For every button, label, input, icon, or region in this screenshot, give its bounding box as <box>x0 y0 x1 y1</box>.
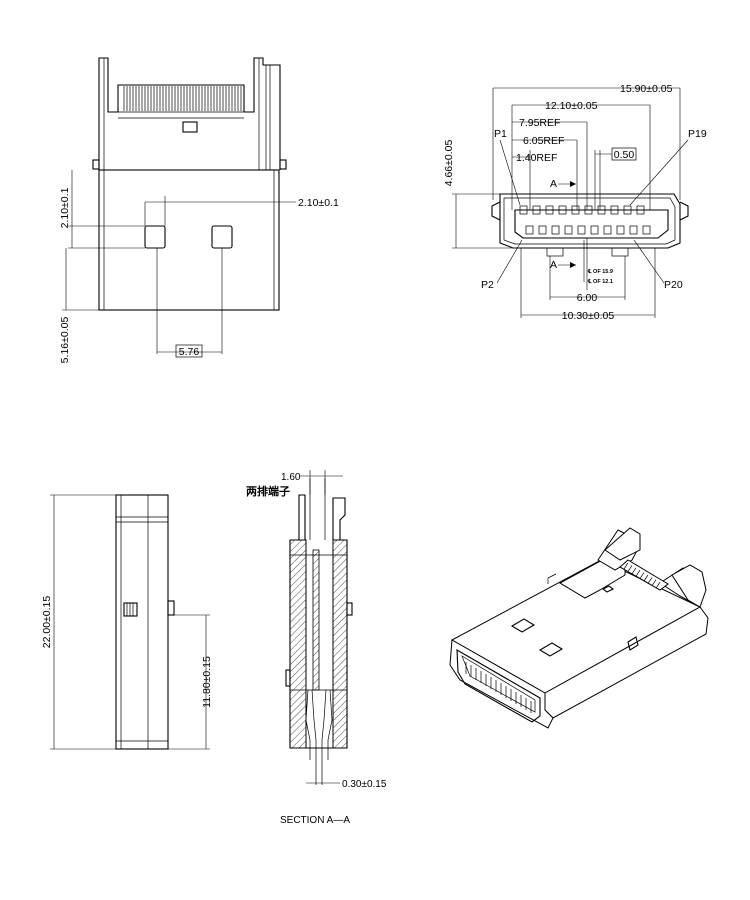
pin-top <box>545 205 554 215</box>
iso-front-face <box>449 639 554 729</box>
side-window <box>123 602 138 617</box>
dim-lead: 0.30±0.15 <box>342 779 387 790</box>
pin-top <box>584 205 593 215</box>
dim-bottom-width: 10.30±0.05 <box>562 310 615 322</box>
pin-bottom <box>616 225 625 235</box>
section-wall-right <box>332 539 348 749</box>
pin-top <box>519 205 528 215</box>
pin-top <box>597 205 606 215</box>
pin-top <box>636 205 645 215</box>
section-title: SECTION A—A <box>280 815 350 826</box>
dim-side-length: 22.00±0.15 <box>41 596 53 649</box>
pin-bottom <box>642 225 651 235</box>
pin-top <box>558 205 567 215</box>
iso-window-right <box>538 642 564 657</box>
top-contact-teeth <box>123 86 242 111</box>
dim-side-mid: 11.80±0.15 <box>201 656 213 708</box>
pin-top <box>571 205 580 215</box>
isometric-view <box>449 527 709 729</box>
front-view: 15.90±0.05 12.10±0.05 7.95REF 6.05REF 1.… <box>443 83 707 322</box>
iso-rear-tooth <box>623 562 629 570</box>
pin-bottom <box>525 225 534 235</box>
section-center-rib <box>312 549 320 691</box>
dim-center: 6.00 <box>577 292 598 304</box>
dim-pitch: 0.50 <box>614 149 635 161</box>
pin-label-p1: P1 <box>494 128 507 140</box>
dim-height: 4.66±0.05 <box>443 140 455 187</box>
pin-label-p19: P19 <box>688 128 707 140</box>
pin-bottom <box>590 225 599 235</box>
pin-bottom <box>538 225 547 235</box>
dim-inner-width: 12.10±0.05 <box>545 100 598 112</box>
pin-bottom <box>603 225 612 235</box>
iso-contact-teeth <box>465 662 532 713</box>
iso-rear-tooth <box>627 565 633 572</box>
pin-bottom <box>551 225 560 235</box>
front-pins-top-row <box>519 205 645 215</box>
iso-window-left <box>510 618 536 633</box>
top-latch-outline <box>98 57 281 170</box>
side-body-outline <box>115 494 169 750</box>
dim-pad-pitch: 5.76 <box>179 346 200 358</box>
section-label-cn: 两排端子 <box>246 484 290 498</box>
top-view: 2.10±0.1 2.10±0.1 5.16±0.05 5.76 <box>59 57 339 364</box>
pin-label-p20: P20 <box>664 279 683 291</box>
iso-rear-tooth <box>655 582 661 589</box>
top-pad-left <box>144 225 166 249</box>
iso-rear-tooth <box>639 572 645 579</box>
dim-overall-width: 15.90±0.05 <box>620 83 673 95</box>
iso-rear-tooth <box>647 577 653 584</box>
front-receptacle <box>514 209 669 239</box>
pin-top <box>532 205 541 215</box>
iso-rear-tooth <box>635 570 641 577</box>
side-view: 22.00±0.15 11.80±0.15 <box>41 494 213 750</box>
top-body-outline <box>98 169 280 311</box>
dim-pad-offset: 2.10±0.1 <box>298 197 339 209</box>
iso-rear-teeth <box>623 562 661 589</box>
top-bump-right <box>279 159 287 170</box>
dim-pad-height: 2.10±0.1 <box>59 187 71 228</box>
section-mark-top: A <box>550 178 557 190</box>
pin-top <box>623 205 632 215</box>
pin-bottom <box>629 225 638 235</box>
center-note-1: ℄ OF 15.9 <box>587 268 613 275</box>
top-window <box>182 121 198 133</box>
dim-body-length: 5.16±0.05 <box>59 317 71 364</box>
section-mark-bottom: A <box>550 259 557 271</box>
dim-section-top: 1.60 <box>281 472 301 483</box>
dim-ref-2: 6.05REF <box>523 135 564 147</box>
dim-ref-3: 1.40REF <box>516 152 557 164</box>
dim-ref-1: 7.95REF <box>519 117 560 129</box>
pin-top <box>610 205 619 215</box>
pin-label-p2: P2 <box>481 279 494 291</box>
iso-rear-tooth <box>643 574 649 582</box>
section-view: 1.60 两排端子 0.30±0.15 SECTION A—A <box>246 470 387 826</box>
pin-bottom <box>564 225 573 235</box>
center-note-2: ℄ OF 12.1 <box>587 278 613 285</box>
pin-bottom <box>577 225 586 235</box>
iso-rear-tooth <box>631 567 637 574</box>
iso-rear-tooth <box>651 579 657 586</box>
top-pad-right <box>211 225 233 249</box>
top-bump-left <box>92 159 100 170</box>
front-shell-outer <box>499 193 681 249</box>
section-wall-left <box>289 539 307 749</box>
front-pins-bottom-row <box>525 225 651 235</box>
